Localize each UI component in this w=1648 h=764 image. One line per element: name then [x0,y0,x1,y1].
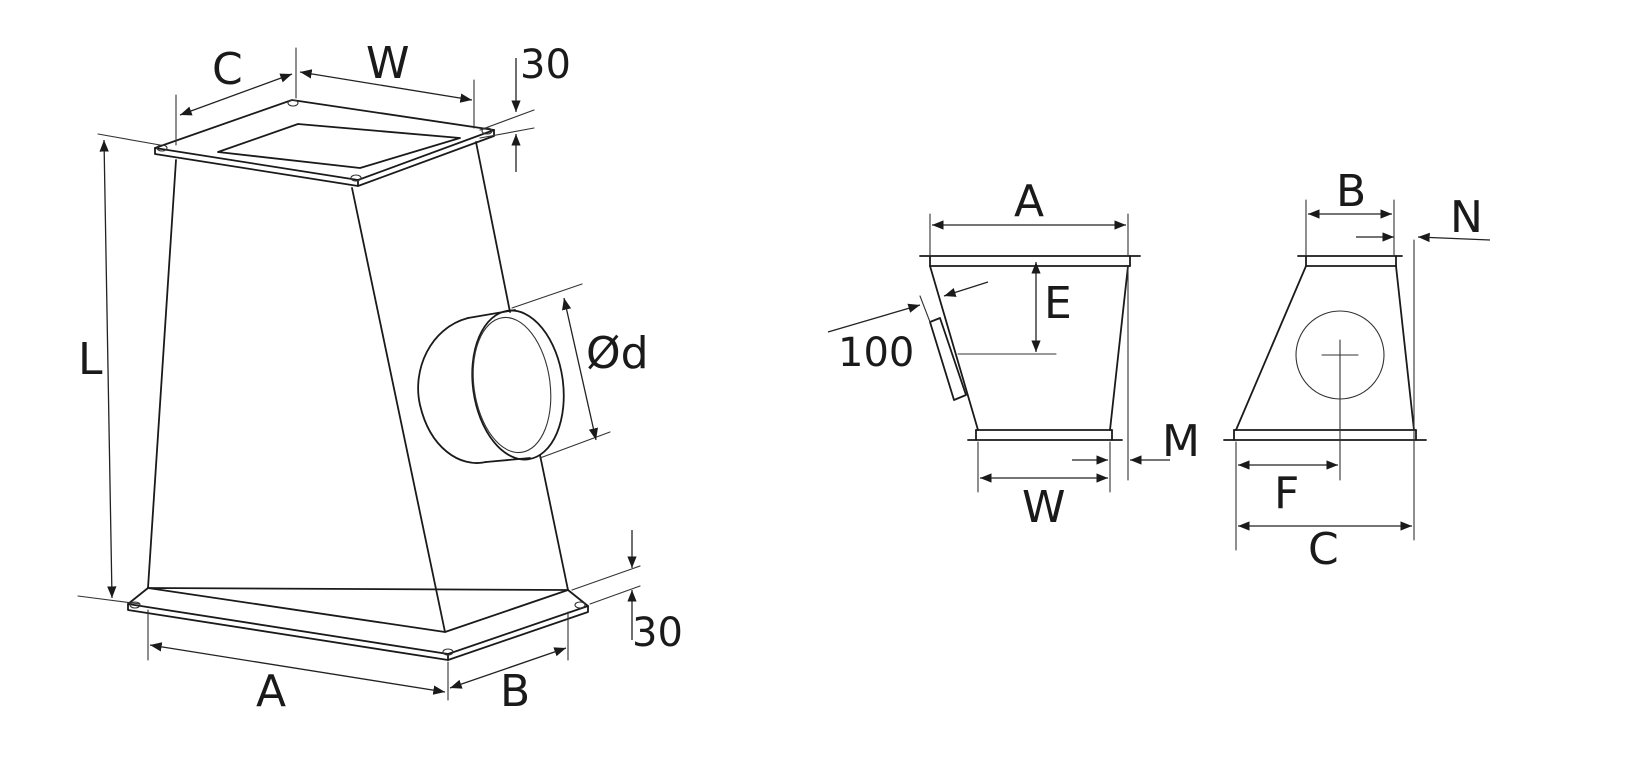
iso-body-edge-front [351,187,446,633]
label-flange-bottom: 30 [632,610,683,656]
side-body-right [1395,265,1415,431]
dim-d [562,297,598,441]
front-label-offset: 100 [838,330,914,376]
iso-top-opening [217,123,461,169]
label-C: C [212,44,243,95]
side-label-F: F [1274,468,1299,519]
iso-spigot [417,317,487,464]
bolt-hole [129,601,141,609]
front-label-A: A [1014,176,1044,227]
label-W: W [366,38,410,89]
bolt-hole [574,601,586,609]
dim-W [299,69,473,103]
iso-top-flange [154,99,495,181]
dim-L [99,139,117,599]
iso-body-edge-right-upper [475,141,511,313]
side-label-B: B [1336,166,1366,217]
front-spigot [929,317,967,401]
dim-C [179,73,293,116]
front-view: A E 100 W M [827,176,1200,533]
label-B: B [500,666,530,717]
iso-body-edge-right-lower [539,454,569,591]
front-label-M: M [1162,416,1200,467]
side-body-left [1235,265,1307,431]
iso-view: C W 30 L Ød A B 30 [77,38,683,717]
side-view: B N F C [1223,166,1491,575]
bolt-hole [350,174,362,182]
dim-A [149,642,446,695]
label-A: A [256,666,286,717]
front-label-E: E [1044,278,1072,329]
bolt-hole [156,144,168,152]
front-body-right [1109,265,1129,431]
side-label-C: C [1308,524,1339,575]
bolt-hole [481,127,493,135]
iso-spigot-opening [471,309,565,461]
label-flange-top: 30 [520,42,571,88]
label-d: Ød [586,328,649,379]
side-label-N: N [1450,192,1483,243]
front-label-W: W [1022,482,1066,533]
iso-body-edge-left [147,159,177,589]
front-body-left [929,265,979,431]
dim-B [449,647,567,689]
label-L: L [78,334,103,385]
